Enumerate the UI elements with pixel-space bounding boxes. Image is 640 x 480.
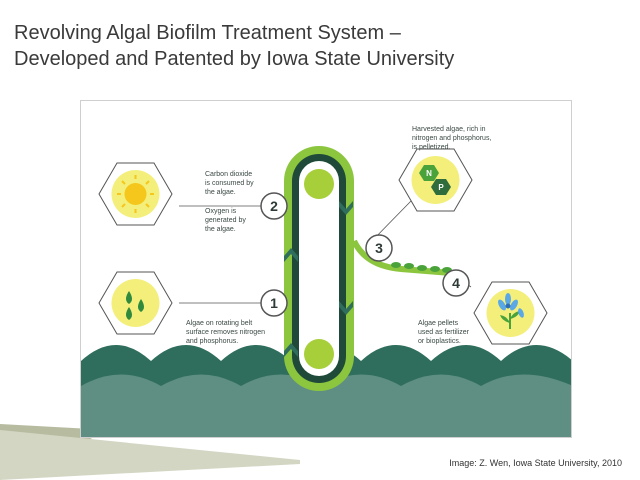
water-drops-hexagon xyxy=(98,271,173,335)
flower-hexagon xyxy=(473,281,548,345)
flower-icon xyxy=(498,293,524,329)
step-marker-1: 1 xyxy=(260,289,288,317)
step-marker-2: 2 xyxy=(260,192,288,220)
revolving-belt xyxy=(284,146,354,391)
np-pellet-hexagon: N P xyxy=(398,148,473,212)
np-pellet-icon: N P xyxy=(419,165,451,195)
top-roller xyxy=(304,169,334,199)
water-front-waves xyxy=(81,374,571,437)
decorative-wedge xyxy=(0,424,300,480)
chevron-up-icon xyxy=(284,343,298,357)
step-4-text: Algae pellets used as fertilizer or biop… xyxy=(418,320,471,345)
harvest-chute xyxy=(351,239,452,276)
step-marker-4: 4 xyxy=(442,269,470,297)
step-3-text: Harvested algae, rich in nitrogen and ph… xyxy=(412,126,493,151)
algal-biofilm-diagram: N P 1 xyxy=(81,101,571,437)
nitrogen-badge: N xyxy=(426,169,432,178)
title-line-1: Revolving Algal Biofilm Treatment System… xyxy=(14,22,401,44)
step-2-text: Carbon dioxide is consumed by the algae.… xyxy=(205,171,256,233)
water-drops-icon xyxy=(126,291,144,320)
step-marker-3: 3 xyxy=(365,234,393,262)
svg-text:4: 4 xyxy=(452,275,460,291)
phosphorus-badge: P xyxy=(438,183,444,192)
svg-text:3: 3 xyxy=(375,240,383,256)
chevron-down-icon xyxy=(339,201,353,215)
image-credit: Image: Z. Wen, Iowa State University, 20… xyxy=(449,458,622,468)
chevron-up-icon xyxy=(284,248,298,262)
svg-text:2: 2 xyxy=(270,198,278,214)
algae-pellets xyxy=(391,262,452,273)
svg-text:1: 1 xyxy=(270,295,278,311)
sun-icon xyxy=(117,175,154,213)
slide-title: Revolving Algal Biofilm Treatment System… xyxy=(14,20,614,72)
diagram-figure: N P 1 xyxy=(80,100,572,438)
bottom-roller xyxy=(304,339,334,369)
sun-hexagon xyxy=(98,162,173,226)
chevron-down-icon xyxy=(339,301,353,315)
title-line-2: Developed and Patented by Iowa State Uni… xyxy=(14,48,455,70)
step-1-text: Algae on rotating belt surface removes n… xyxy=(186,320,267,345)
